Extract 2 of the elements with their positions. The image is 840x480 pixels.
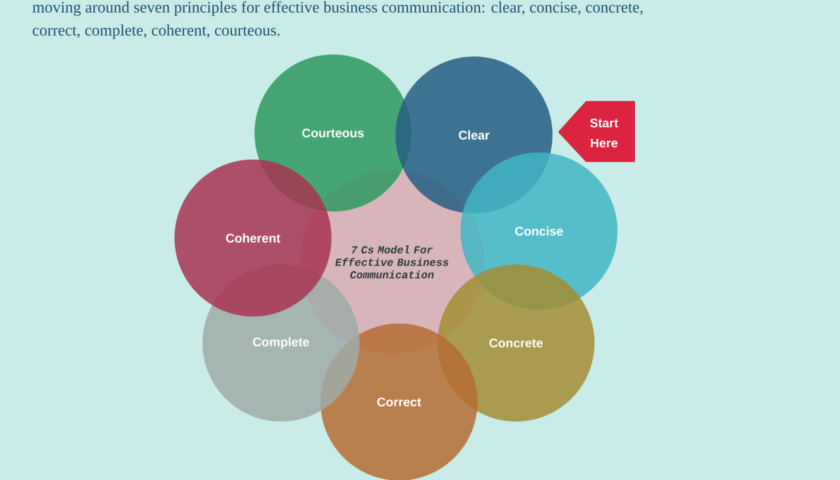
arrow-tag: Start Here: [558, 101, 635, 162]
paragraph: moving around seven principles for effective business communication: clear, concise, concrete, correct, complete, coherent, courteous.: [32, 1, 643, 39]
